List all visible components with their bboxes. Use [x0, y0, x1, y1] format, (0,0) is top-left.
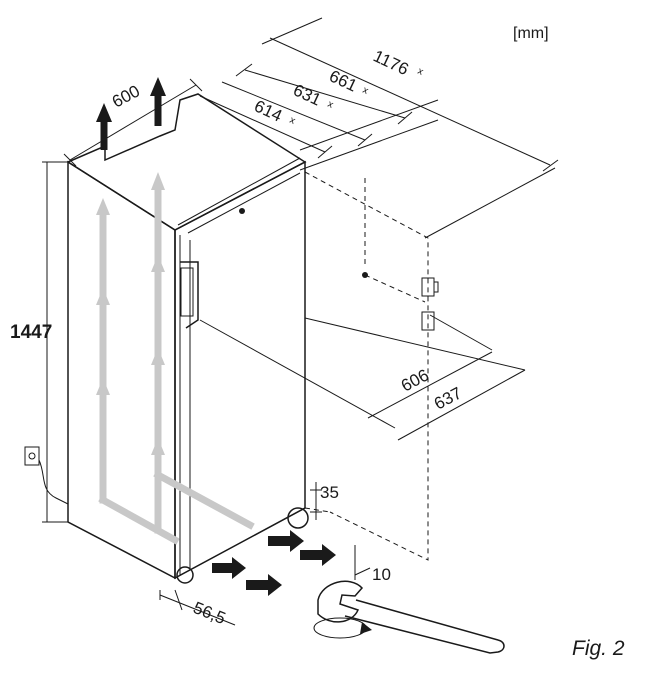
- adjustable-feet: [176, 507, 309, 584]
- dim-631-mark: x: [326, 99, 335, 111]
- height-dimension-lines: [42, 161, 68, 523]
- airflow-arrows: [96, 172, 255, 545]
- foot-offset-dimension: [159, 589, 236, 626]
- dim-1176: 1176: [370, 46, 411, 79]
- dim-600: 600: [109, 81, 143, 111]
- depth-dimension-lines: [199, 17, 559, 239]
- dim-661-mark: x: [361, 85, 370, 97]
- dim-631: 631: [290, 80, 324, 109]
- dim-614-mark: x: [288, 115, 297, 127]
- wrench-icon: [313, 545, 505, 654]
- intake-arrows: [212, 530, 336, 596]
- dim-35: 35: [320, 483, 339, 502]
- open-door-outline: [304, 171, 439, 561]
- unit-label: [mm]: [513, 25, 549, 42]
- door-lock-dot: [239, 208, 245, 214]
- width-dimension-lines: [63, 78, 203, 167]
- foot-height-dimension: [310, 482, 322, 520]
- power-socket-icon: [24, 446, 69, 505]
- exhaust-arrows: [96, 77, 166, 150]
- dim-56-5: 56,5: [191, 598, 229, 628]
- dim-1447: 1447: [10, 322, 52, 343]
- wrench-size-label: 10: [372, 565, 391, 584]
- dim-1176-mark: x: [416, 66, 425, 78]
- dim-637: 637: [431, 383, 465, 413]
- figure-label: Fig. 2: [572, 637, 625, 660]
- dim-606: 606: [398, 365, 432, 395]
- door-handle: [180, 261, 199, 329]
- dim-661: 661: [326, 66, 360, 95]
- door-width-dimension-lines: [199, 314, 526, 441]
